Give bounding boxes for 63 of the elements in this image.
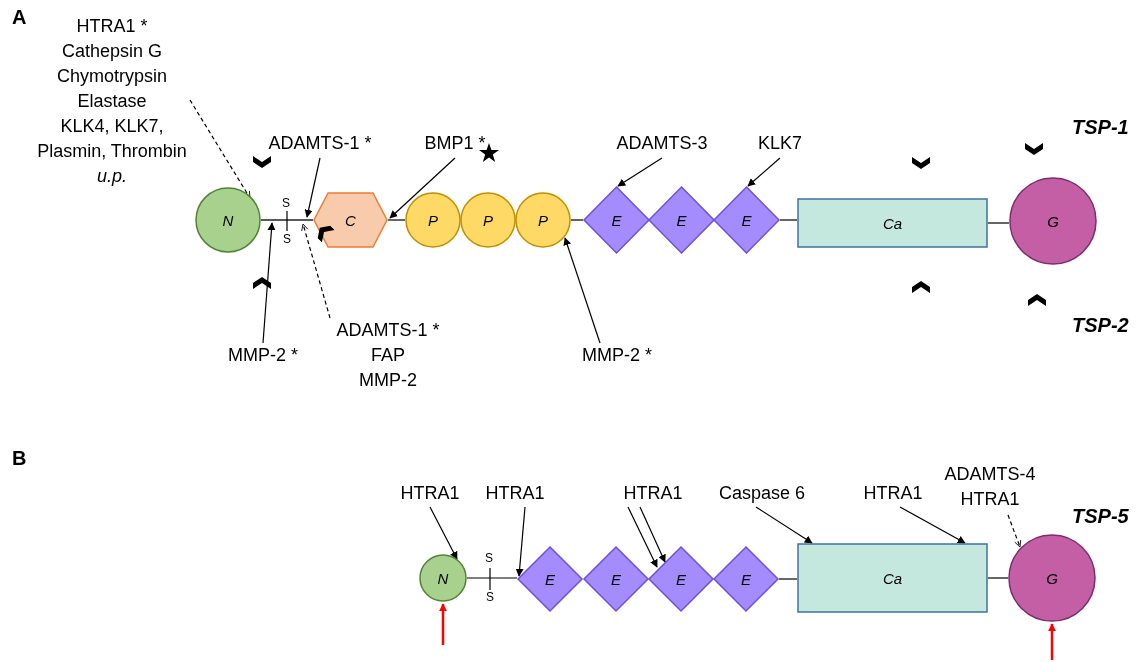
protein-name: TSP-1 (1072, 116, 1129, 139)
protein-name: TSP-2 (1072, 314, 1129, 337)
domain-diamond: E (517, 546, 583, 612)
arrow (617, 157, 663, 187)
arrow (389, 157, 456, 219)
arrow (1048, 623, 1056, 660)
arrow (304, 157, 321, 218)
sulfur-label: S (283, 232, 291, 246)
enzyme-label: HTRA1 (390, 481, 470, 506)
arrow (755, 506, 813, 544)
linker-segment (261, 219, 313, 221)
arrow (563, 237, 601, 344)
arrow (639, 506, 666, 563)
domain-circle: P (460, 192, 516, 248)
enzyme-label: MMP-2 * (567, 343, 667, 368)
enzyme-label: ADAMTS-4 HTRA1 (935, 462, 1045, 512)
domain-circle: N (419, 554, 467, 602)
enzyme-label: ADAMTS-1 * FAP MMP-2 (328, 318, 448, 393)
arrow (262, 222, 276, 344)
enzyme-label: ADAMTS-1 * (260, 131, 380, 156)
panel-letter: A (12, 6, 27, 29)
arrow (899, 506, 966, 544)
sulfur-label: S (282, 196, 290, 210)
linker-line (987, 222, 1010, 224)
arrow (515, 506, 526, 577)
domain-hexagon: C (313, 192, 388, 248)
enzyme-label: MMP-2 * (213, 343, 313, 368)
linker-line (570, 219, 584, 221)
domain-diamond: E (648, 546, 714, 612)
linker-line (779, 219, 798, 221)
enzyme-label: BMP1 * (405, 131, 505, 156)
domain-diamond: E (713, 546, 779, 612)
enzyme-label: KLK7 (740, 131, 820, 156)
domain-diamond: E (583, 546, 649, 612)
enzyme-label: HTRA1 * Cathepsin G Chymotrypsin Elastase KLK4, KLK7, Plasmin, Thrombin u.p. (28, 14, 196, 189)
arrow (429, 506, 458, 560)
domain-circle: G (1009, 177, 1097, 265)
sulfur-label: S (485, 551, 493, 565)
enzyme-label: Caspase 6 (712, 481, 812, 506)
domain-diamond: E (713, 186, 780, 254)
domain-diamond: E (648, 186, 715, 254)
sulfur-label: S (486, 590, 494, 604)
enzyme-label: ADAMTS-3 (607, 131, 717, 156)
enzyme-label: HTRA1 (853, 481, 933, 506)
arrow (627, 506, 658, 568)
domain-diamond: E (583, 186, 650, 254)
domain-circle: P (515, 192, 571, 248)
linker-line (466, 577, 518, 579)
domain-circle: N (195, 187, 261, 253)
linker-line (987, 577, 1009, 579)
enzyme-label: HTRA1 (613, 481, 693, 506)
protein-name: TSP-5 (1072, 505, 1129, 528)
domain-circle: P (405, 192, 461, 248)
domain-rectangle: Ca (797, 198, 988, 248)
linker-line (387, 219, 406, 221)
arrow (747, 157, 781, 187)
linker-line (778, 578, 798, 580)
enzyme-label: HTRA1 (475, 481, 555, 506)
domain-circle: G (1008, 534, 1096, 622)
arrow (439, 603, 447, 645)
arrow (1007, 514, 1022, 548)
panel-letter: B (12, 447, 27, 470)
domain-rectangle: Ca (797, 543, 988, 613)
